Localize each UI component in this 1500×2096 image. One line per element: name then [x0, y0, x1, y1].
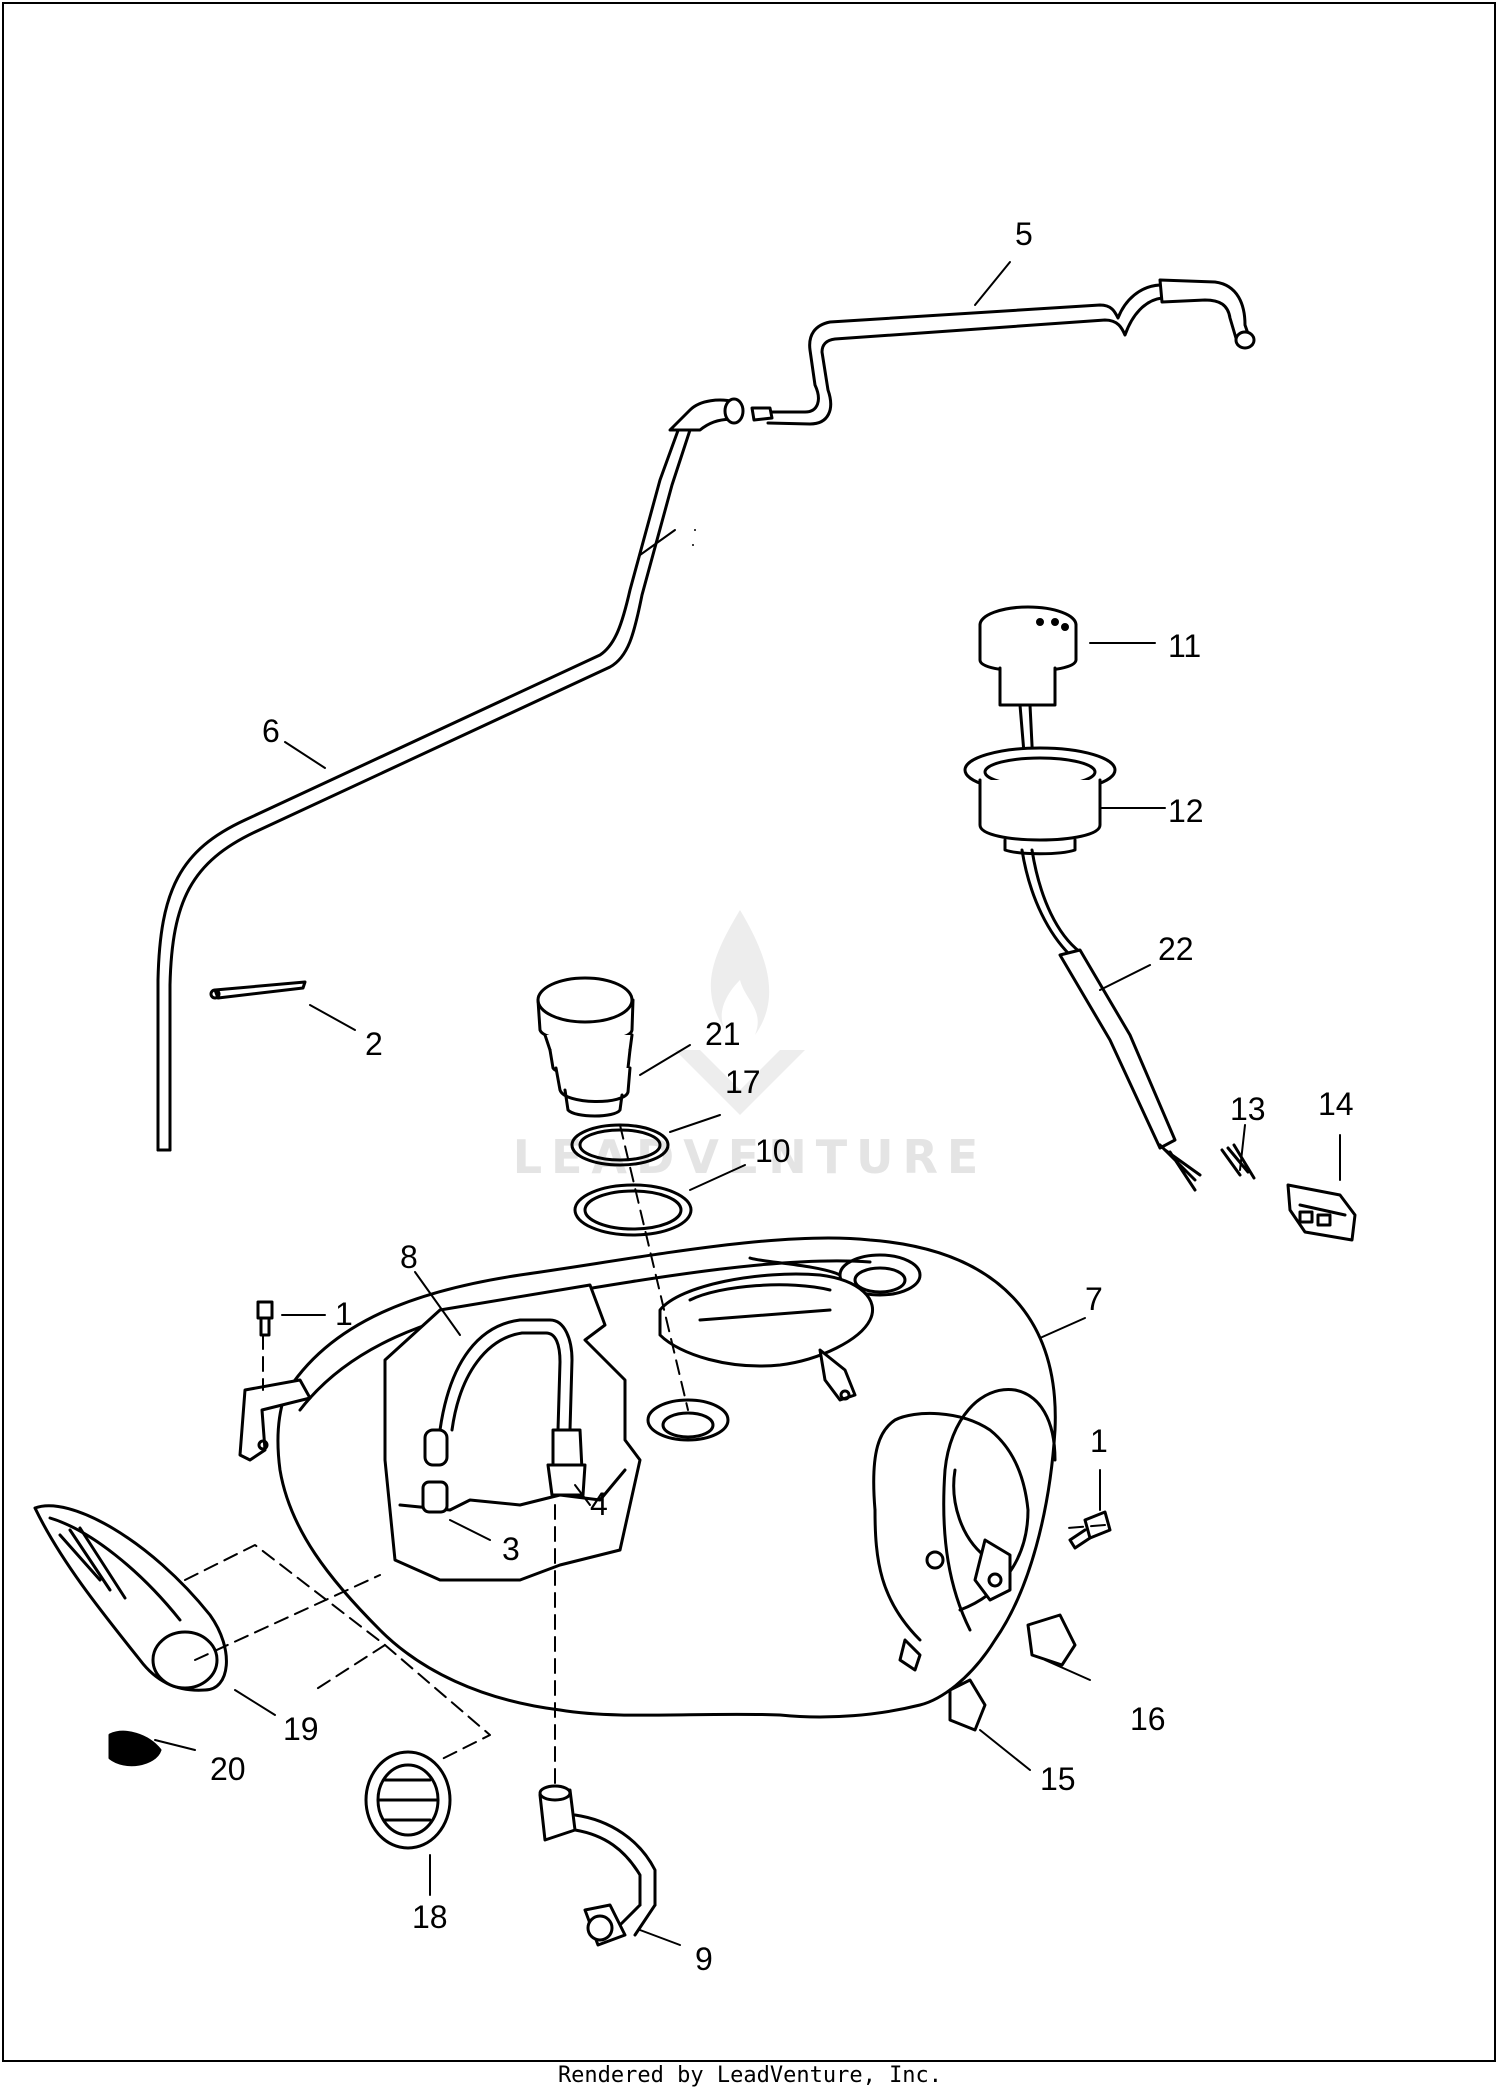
mount-part-16 [1026, 1613, 1077, 1667]
callout-7: 7 [1085, 1281, 1103, 1317]
wiring-harness-part-22 [1020, 848, 1202, 1192]
screw-part-1-left [256, 1300, 274, 1337]
screw-part-1-right [1068, 1510, 1112, 1550]
ring-part-10 [573, 1183, 693, 1237]
diagram-frame [2, 2, 1496, 2062]
callout-8: 8 [400, 1239, 418, 1275]
callout-1-right: 1 [1090, 1423, 1108, 1459]
callout-10: 10 [755, 1133, 791, 1169]
callout-13: 13 [1230, 1091, 1266, 1127]
callout-11: 11 [1168, 628, 1201, 664]
callout-16: 16 [1130, 1701, 1166, 1737]
watermark-text: LEADVENTURE [512, 1130, 988, 1184]
callout-15: 15 [1040, 1761, 1076, 1797]
pin-part-2 [209, 980, 307, 1000]
callout-2: 2 [365, 1026, 383, 1062]
leader-lines [154, 261, 1341, 1946]
vent-tube-part-5 [750, 278, 1256, 426]
watermark-logo [675, 910, 805, 1115]
fuel-line-part-9 [538, 1784, 657, 1947]
callout-6: 6 [262, 713, 280, 749]
callout-14: 14 [1318, 1086, 1354, 1122]
callout-19: 19 [283, 1711, 319, 1747]
callout-3: 3 [502, 1531, 520, 1567]
callout-5: 5 [1015, 216, 1033, 252]
emblem-part-19 [33, 1504, 228, 1692]
fuel-tank-part-7 [238, 1236, 1057, 1719]
fuel-gauge-part-11 [978, 605, 1078, 767]
callout-22: 22 [1158, 931, 1194, 967]
callout-1-left: 1 [335, 1296, 353, 1332]
callout-labels: 5 6 2 11 12 22 21 17 10 13 14 8 1 7 1 4 … [210, 216, 1354, 1977]
terminal-part-13 [1220, 1143, 1256, 1180]
fuel-cap-part-21 [536, 976, 635, 1118]
callout-9: 9 [695, 1941, 713, 1977]
connector-part-14 [1286, 1183, 1357, 1242]
callout-21: 21 [705, 1016, 741, 1052]
callout-18: 18 [412, 1899, 448, 1935]
mount-part-15 [948, 1678, 987, 1732]
badge-part-20 [108, 1730, 162, 1767]
vent-tube-part-6 [156, 397, 745, 1152]
callout-12: 12 [1168, 793, 1204, 829]
footer-credit: Rendered by LeadVenture, Inc. [557, 2063, 943, 2088]
gauge-housing-part-12 [963, 746, 1117, 856]
callout-4: 4 [590, 1486, 608, 1522]
callout-20: 20 [210, 1751, 246, 1787]
medallion-part-18 [364, 1750, 452, 1850]
alignment-lines [184, 1124, 1106, 1786]
callout-17: 17 [725, 1064, 761, 1100]
